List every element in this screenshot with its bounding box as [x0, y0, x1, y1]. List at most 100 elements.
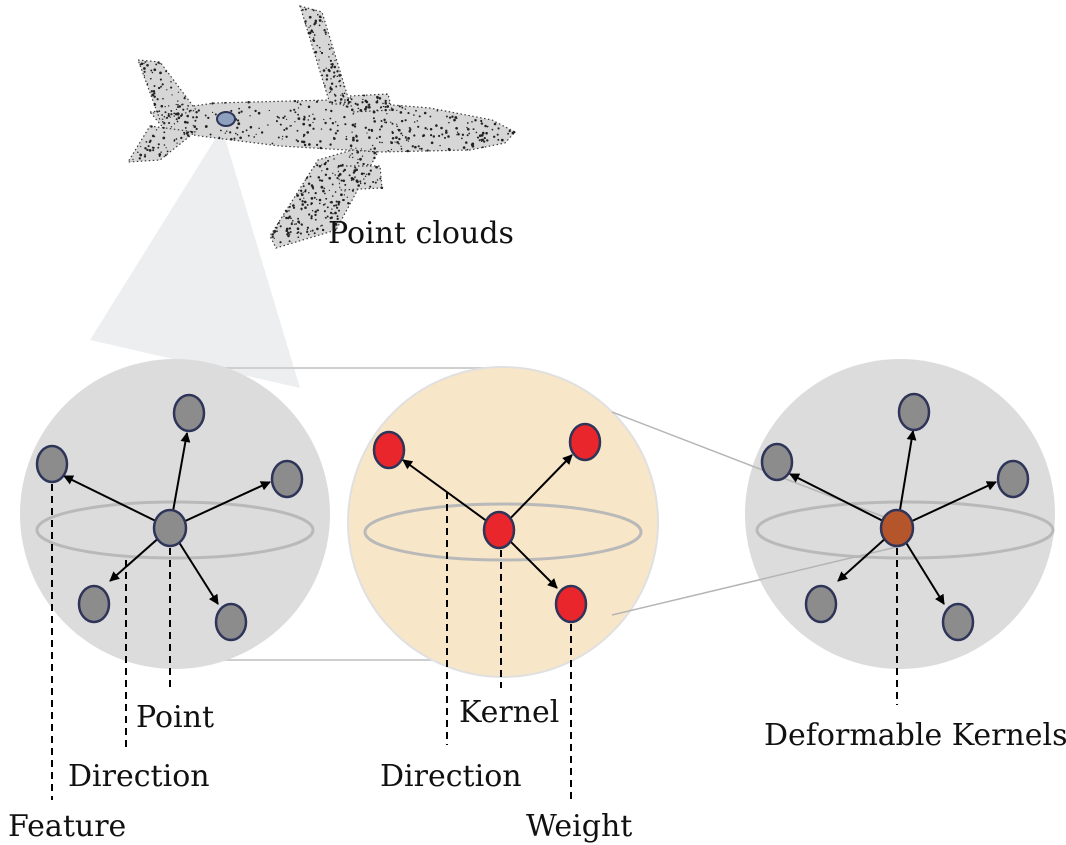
cloud-point: [390, 148, 393, 151]
cloud-point: [167, 114, 170, 118]
cloud-point: [485, 131, 488, 135]
cloud-point: [448, 148, 451, 152]
cloud-point: [319, 146, 323, 150]
cloud-point: [331, 122, 335, 125]
cloud-point: [331, 208, 333, 210]
cloud-point: [151, 93, 155, 97]
weight-label: Weight: [526, 809, 632, 844]
cloud-point: [333, 204, 336, 207]
cloud-point: [336, 70, 339, 73]
cloud-point: [396, 125, 398, 128]
cloud-point: [304, 20, 307, 23]
cloud-point: [151, 146, 154, 149]
cloud-point: [324, 203, 326, 205]
cloud-point: [150, 90, 154, 93]
cloud-point: [333, 71, 336, 74]
cloud-point: [205, 125, 208, 127]
cloud-point: [164, 105, 166, 108]
cloud-point: [451, 115, 454, 118]
cloud-point: [378, 96, 382, 100]
cloud-point: [170, 113, 173, 116]
cloud-point: [332, 172, 334, 174]
cloud-point: [328, 43, 330, 46]
cloud-point: [186, 108, 189, 110]
cloud-point: [376, 179, 379, 181]
cloud-point: [373, 152, 376, 155]
cloud-point: [398, 137, 401, 141]
cloud-point: [341, 94, 345, 97]
cloud-point: [306, 203, 309, 206]
cloud-point: [177, 100, 179, 102]
cloud-point: [462, 146, 466, 149]
cloud-point: [153, 112, 155, 114]
cloud-point: [429, 115, 432, 118]
cloud-point: [308, 143, 311, 146]
deformable-sphere-equator: [755, 500, 1055, 560]
cloud-point: [144, 153, 146, 156]
cloud-point: [507, 132, 510, 135]
cloud-point: [471, 142, 475, 146]
cloud-point: [333, 158, 335, 160]
cloud-point: [254, 109, 257, 113]
cloud-point: [293, 99, 297, 103]
connector-top-right: [611, 411, 906, 526]
cloud-point: [353, 125, 357, 128]
cloud-point: [339, 74, 342, 76]
cloud-point: [435, 124, 438, 127]
cloud-point: [211, 111, 214, 114]
cloud-point: [304, 206, 307, 209]
cloud-point: [181, 104, 183, 106]
cloud-point: [391, 122, 394, 125]
cloud-point: [253, 136, 256, 138]
cloud-point: [296, 129, 299, 132]
cloud-point: [334, 59, 336, 62]
cloud-point: [346, 98, 350, 102]
cloud-point: [245, 129, 248, 132]
cloud-point: [330, 87, 333, 91]
cloud-point: [302, 140, 306, 144]
cloud-point: [308, 15, 312, 19]
cloud-point: [277, 136, 280, 139]
cloud-point: [153, 68, 157, 72]
cloud-point: [445, 129, 448, 132]
cloud-point: [373, 147, 376, 150]
cloud-point: [362, 162, 365, 166]
cloud-point: [368, 103, 371, 106]
cloud-point: [170, 81, 172, 83]
cloud-point: [383, 121, 386, 123]
cloud-point: [372, 110, 375, 113]
cloud-point: [480, 134, 484, 137]
cloud-point: [414, 145, 417, 149]
cloud-point: [325, 74, 328, 77]
cloud-point: [257, 111, 261, 115]
cloud-point: [335, 223, 338, 226]
cloud-point: [292, 206, 296, 209]
cloud-point: [344, 190, 346, 192]
cloud-point: [184, 126, 187, 129]
cloud-point: [143, 75, 145, 77]
cloud-point: [375, 165, 378, 169]
cloud-point: [357, 184, 361, 187]
cloud-point: [356, 161, 359, 164]
cloud-point: [315, 100, 319, 103]
cloud-point: [400, 119, 404, 123]
cloud-point: [310, 217, 313, 220]
cloud-point: [165, 147, 167, 149]
cloud-point: [312, 31, 315, 34]
cloud-point: [329, 59, 333, 62]
cloud-point: [139, 153, 143, 157]
cloud-point: [151, 134, 155, 138]
cloud-point: [303, 197, 305, 199]
cloud-point: [294, 121, 296, 123]
cloud-point: [153, 85, 156, 87]
cloud-point: [162, 136, 166, 140]
cloud-point: [302, 191, 304, 193]
cloud-point: [288, 227, 292, 230]
cloud-point: [167, 113, 170, 115]
cloud-point: [340, 94, 342, 96]
cloud-point: [453, 118, 456, 122]
cloud-point: [161, 114, 163, 116]
cloud-point: [276, 115, 278, 118]
cloud-point: [160, 85, 162, 88]
cloud-point: [289, 109, 292, 112]
